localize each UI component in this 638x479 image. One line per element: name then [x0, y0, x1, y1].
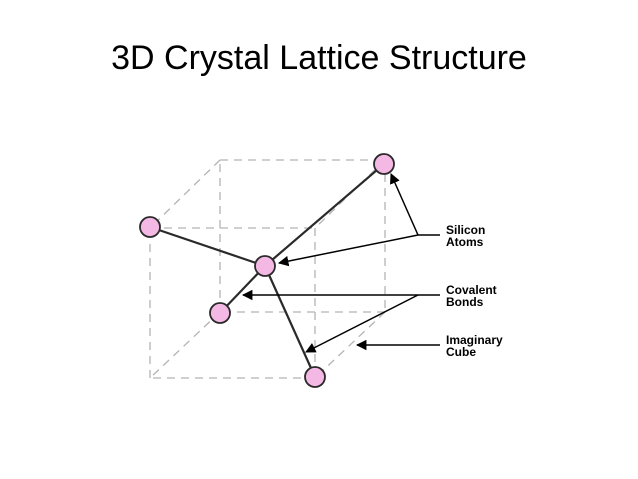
label-text: Atoms: [446, 235, 484, 249]
cube-edge: [149, 159, 221, 229]
silicon-atom: [304, 366, 326, 388]
label-text: Imaginary: [446, 333, 503, 347]
leader-lines: [241, 173, 440, 353]
label-covalent-bonds: Covalent Bonds: [446, 283, 497, 309]
leader-arrow-atoms-upper: [390, 173, 419, 236]
silicon-atom: [254, 255, 276, 277]
leader-arrow-atoms-center: [277, 234, 419, 267]
label-text: Cube: [446, 345, 476, 359]
leader-arrow-bonds-lower: [305, 294, 419, 353]
label-text: Bonds: [446, 295, 484, 309]
silicon-atom: [139, 216, 161, 238]
label-imaginary-cube: Imaginary Cube: [446, 333, 503, 359]
label-text: Covalent: [446, 283, 497, 297]
bond-line: [264, 163, 385, 267]
silicon-atoms: [139, 153, 395, 388]
bond-line: [149, 225, 266, 268]
silicon-atom: [373, 153, 395, 175]
label-text: Silicon: [446, 223, 485, 237]
bond-line: [263, 265, 317, 378]
label-silicon-atoms: Silicon Atoms: [446, 223, 485, 249]
cube-edge: [314, 311, 386, 379]
silicon-atom: [209, 302, 231, 324]
diagram-title: 3D Crystal Lattice Structure: [111, 39, 527, 77]
cube-edge: [149, 311, 221, 379]
